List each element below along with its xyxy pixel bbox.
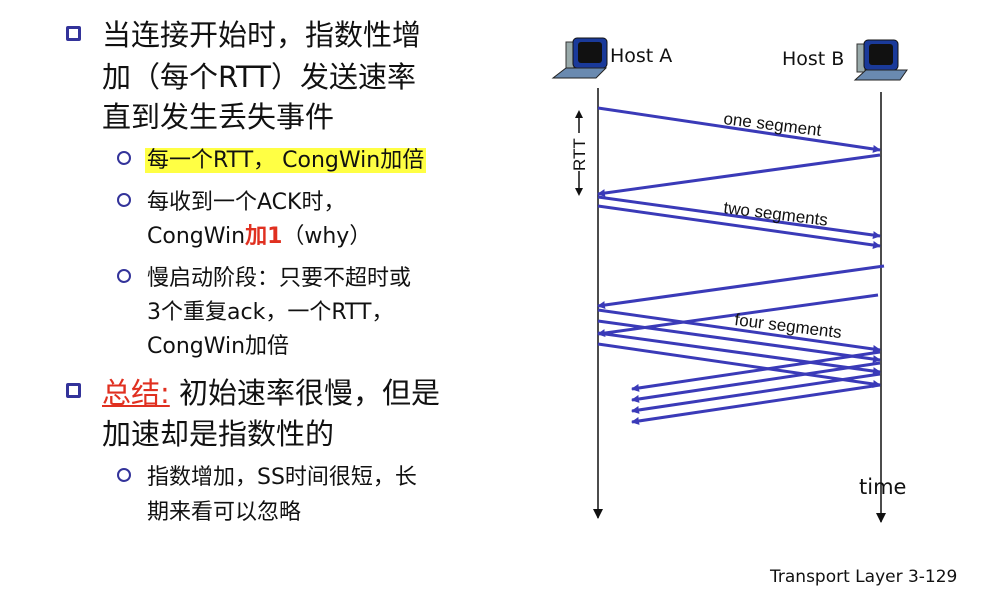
sub-bullet-ack-line-1: 每收到一个ACK时， bbox=[147, 190, 346, 215]
bullet-1-line-3: 直到发生丢失事件 bbox=[102, 100, 335, 134]
ack-arrow bbox=[631, 372, 881, 414]
host-a-label: Host A bbox=[610, 45, 672, 67]
time-label: time bbox=[859, 475, 906, 499]
square-bullet-icon bbox=[66, 383, 81, 398]
host-a-computer-icon bbox=[551, 37, 608, 79]
ack-arrow bbox=[631, 350, 881, 392]
segment-arrow bbox=[597, 331, 881, 376]
highlighted-text: 每一个RTT， CongWin加倍 bbox=[145, 148, 427, 173]
bullet-1-line-2: 加（每个RTT）发送速率 bbox=[102, 60, 416, 94]
slide-footer: Transport Layer 3-129 bbox=[770, 567, 958, 587]
ack-arrow bbox=[631, 383, 881, 425]
why-text: （why） bbox=[282, 224, 372, 249]
circle-bullet-icon bbox=[117, 193, 131, 207]
segment-arrow bbox=[597, 342, 881, 388]
square-bullet-icon bbox=[66, 26, 81, 41]
segment-arrow bbox=[597, 106, 881, 153]
host-b-label: Host B bbox=[782, 48, 844, 70]
sub-bullet-ss-line-3: CongWin加倍 bbox=[147, 334, 290, 359]
segment-arrow bbox=[597, 319, 881, 364]
sub-bullet-exp-line-2: 期来看可以忽略 bbox=[147, 500, 302, 525]
segment-arrows bbox=[597, 106, 885, 425]
host-b-computer-icon bbox=[853, 39, 908, 81]
ack-arrow bbox=[597, 153, 881, 198]
sub-bullet-ss-line-1: 慢启动阶段：只要不超时或 bbox=[147, 266, 412, 291]
summary-label: 总结: bbox=[102, 376, 170, 410]
sub-bullet-highlight: 每一个RTT， CongWin加倍 bbox=[145, 142, 427, 174]
segment-arrow bbox=[597, 195, 881, 240]
segment-arrow bbox=[597, 308, 881, 353]
circle-bullet-icon bbox=[117, 468, 131, 482]
add-one-text: 加1 bbox=[245, 224, 283, 249]
bullet-1-line-1: 当连接开始时，指数性增 bbox=[102, 18, 422, 52]
sub-bullet-ack-line-2: CongWin加1（why） bbox=[147, 218, 371, 250]
sub-bullet-exp-line-1: 指数增加，SS时间很短，长 bbox=[147, 465, 417, 490]
ack-arrow bbox=[597, 264, 885, 309]
circle-bullet-icon bbox=[117, 269, 131, 283]
segment-arrow bbox=[597, 204, 881, 249]
bullet-2-line-2: 加速却是指数性的 bbox=[102, 417, 335, 451]
circle-bullet-icon bbox=[117, 151, 131, 165]
bullet-2-line-1: 总结: 初始速率很慢，但是 bbox=[102, 370, 440, 412]
congwin-text: CongWin bbox=[147, 224, 246, 249]
sub-bullet-ss-line-2: 3个重复ack，一个RTT， bbox=[147, 300, 394, 325]
summary-text: 初始速率很慢，但是 bbox=[169, 376, 440, 410]
rtt-label: RTT bbox=[570, 138, 589, 171]
ack-arrow bbox=[631, 361, 881, 403]
